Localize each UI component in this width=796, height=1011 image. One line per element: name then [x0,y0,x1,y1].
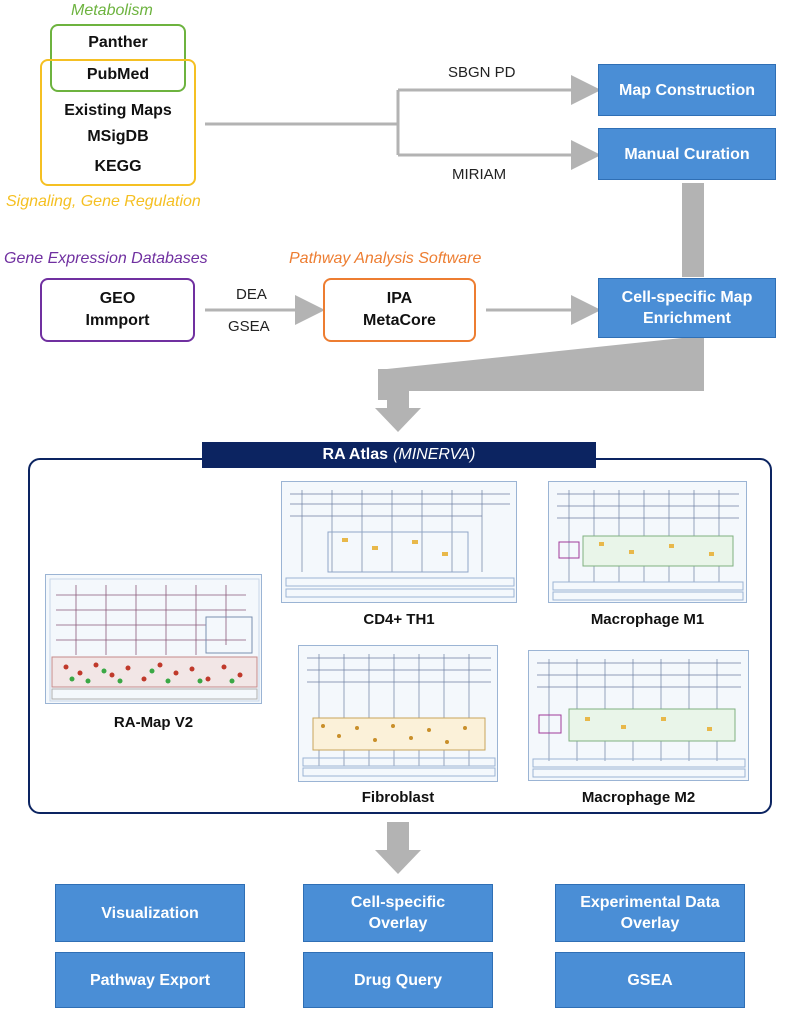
cell-specific-overlay-label-line2: Overlay [368,915,428,932]
fibroblast-thumbnail [298,645,498,782]
software-ipa: IPA [386,290,413,307]
macrophage-m1-caption: Macrophage M1 [590,611,705,628]
software-metacore: MetaCore [363,312,436,329]
pathway-export-box: Pathway Export [55,952,245,1008]
manual-curation-box: Manual Curation [598,128,776,180]
visualization-box: Visualization [55,884,245,942]
pathway-export-label: Pathway Export [89,971,211,989]
source-pubmed: PubMed [86,66,150,83]
visualization-label: Visualization [101,904,199,922]
cd4-th1-thumbnail [281,481,517,603]
gsea-feature-label: GSEA [627,971,673,989]
manual-curation-label: Manual Curation [624,145,750,163]
curation-to-enrichment-connector [682,183,704,277]
macrophage-m1-network-image [552,490,744,601]
metabolism-frame [50,24,186,92]
cell-specific-overlay-label-line1: Cell-specific [350,894,446,911]
metabolism-label: Metabolism [71,2,153,19]
macrophage-m2-caption: Macrophage M2 [581,789,696,806]
macrophage-m2-thumbnail [528,650,749,781]
enrichment-to-atlas-connector [378,369,704,391]
fibroblast-caption: Fibroblast [361,789,435,806]
ra-map-thumbnail [45,574,262,704]
macrophage-m1-thumbnail [548,481,747,603]
ra-map-caption: RA-Map V2 [113,714,194,731]
atlas-title: RA Atlas [322,446,389,463]
enrichment-label-line1: Cell-specific Map [621,289,753,306]
software-label: Pathway Analysis Software [289,250,482,267]
source-msigdb: MSigDB [87,128,149,145]
drug-query-label: Drug Query [353,971,442,989]
cd4-th1-caption: CD4+ TH1 [363,611,435,628]
source-existing-maps: Existing Maps [64,102,172,119]
miriam-label: MIRIAM [452,166,507,183]
signaling-frame [40,59,196,186]
map-construction-label: Map Construction [619,81,755,99]
enrichment-box: Cell-specific Map Enrichment [598,278,776,338]
experimental-data-overlay-label-line1: Experimental Data [580,894,720,911]
signaling-label: Signaling, Gene Regulation [6,193,201,210]
expression-frame [40,278,195,342]
macrophage-m2-network-image [532,659,746,778]
atlas-subtitle: (MINERVA) [393,446,476,463]
ra-map-network-image [49,578,260,702]
expression-immport: Immport [85,312,150,329]
cd4-th1-network-image [285,490,515,598]
source-kegg: KEGG [94,158,142,175]
experimental-data-overlay-box: Experimental Data Overlay [555,884,745,942]
features-arrowhead [375,850,421,874]
expression-label: Gene Expression Databases [4,250,208,267]
sbgn-label: SBGN PD [448,64,516,81]
software-frame [323,278,476,342]
enrichment-label-line2: Enrichment [642,310,731,327]
fibroblast-network-image [302,654,496,777]
gsea-edge-label: GSEA [228,318,270,335]
cell-specific-overlay-box: Cell-specific Overlay [303,884,493,942]
atlas-to-features-connector [387,822,409,852]
drug-query-box: Drug Query [303,952,493,1008]
source-panther: Panther [88,34,148,51]
map-construction-box: Map Construction [598,64,776,116]
atlas-arrowhead [375,408,421,432]
experimental-data-overlay-label-line2: Overlay [620,915,680,932]
dea-label: DEA [236,286,267,303]
gsea-feature-box: GSEA [555,952,745,1008]
expression-geo: GEO [99,290,136,307]
atlas-title-bar: RA Atlas (MINERVA) [202,442,596,468]
